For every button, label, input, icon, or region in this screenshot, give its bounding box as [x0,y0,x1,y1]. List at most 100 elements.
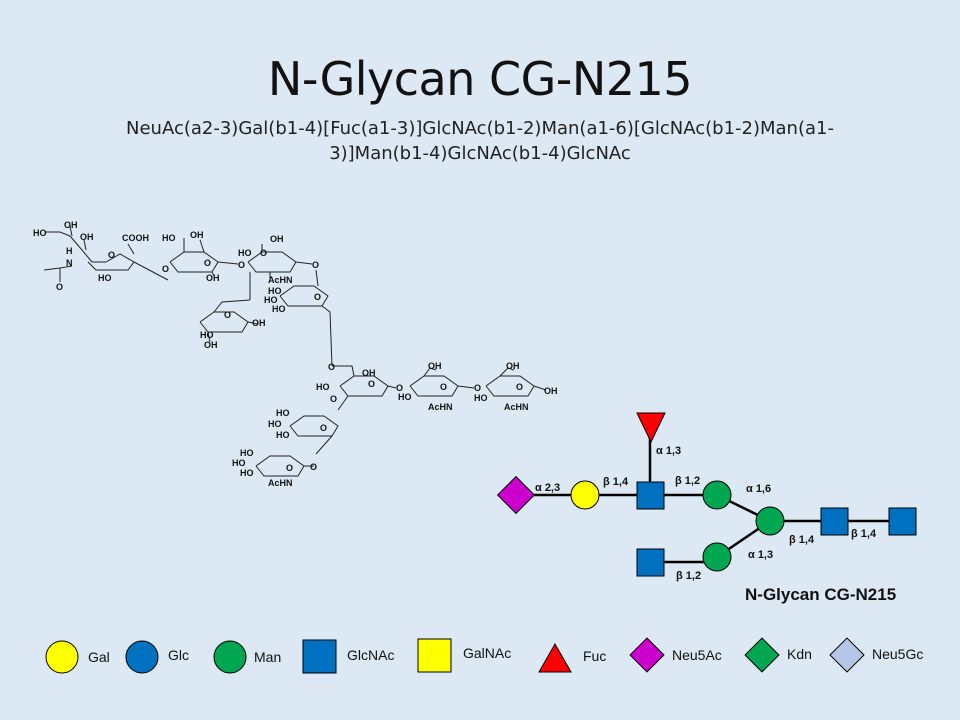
svg-text:HO: HO [98,273,112,283]
svg-text:OH: OH [64,220,78,230]
svg-text:O: O [224,310,231,320]
svg-text:O: O [162,264,169,274]
legend-label: Neu5Ac [672,647,722,663]
neu5gc-diamond-icon [829,637,865,673]
legend-item-man: Man [213,640,281,674]
svg-text:AcHN: AcHN [428,402,453,412]
svg-text:OH: OH [506,361,520,371]
svg-text:HO: HO [268,419,282,429]
svg-text:OH: OH [362,368,376,378]
legend-label: GalNAc [463,645,511,661]
gal-circle-icon [570,480,600,510]
svg-text:HO: HO [268,286,282,296]
svg-text:HO: HO [272,304,286,314]
gal-circle-icon [45,640,79,674]
svg-text:O: O [238,260,245,270]
glycan-formula: NeuAc(a2-3)Gal(b1-4)[Fuc(a1-3)]GlcNAc(b1… [80,116,880,166]
svg-text:AcHN: AcHN [268,478,293,488]
legend-label: Man [254,649,281,665]
structure-atom-labels: HO OH OH H N O O COOH HO O HO OH O OH O … [33,220,558,488]
legend-item-kdn: Kdn [744,637,812,673]
glcnac-square-icon [302,639,337,674]
legend-item-glc: Glc [125,640,189,674]
galnac-square-icon [417,638,452,673]
svg-text:O: O [474,383,481,393]
legend-label: Kdn [787,646,812,662]
glcnac-square-icon [636,481,665,510]
man-circle-icon [213,640,247,674]
svg-text:HO: HO [474,393,488,403]
svg-text:O: O [56,282,63,292]
svg-text:HO: HO [232,458,246,468]
svg-text:HO: HO [33,228,47,238]
svg-text:O: O [286,463,293,473]
svg-text:AcHN: AcHN [268,275,293,285]
svg-text:HO: HO [240,468,254,478]
svg-text:OH: OH [544,386,558,396]
svg-text:OH: OH [190,230,204,240]
svg-text:OH: OH [428,361,442,371]
svg-text:O: O [368,379,375,389]
link-man3-core: α 1,3 [748,549,773,561]
legend-item-galnac: GalNAc [417,638,511,673]
svg-text:HO: HO [162,233,176,243]
svg-text:N: N [66,258,73,268]
svg-text:O: O [440,382,447,392]
svg-text:HO: HO [316,382,330,392]
link-gal-glcnac: β 1,4 [603,476,629,488]
man-circle-icon [702,542,732,572]
svg-text:O: O [328,362,335,372]
svg-text:HO: HO [398,392,412,402]
fuc-triangle-icon [538,642,572,673]
link-core-glcnac: β 1,4 [789,534,815,546]
legend-item-glcnac: GlcNAc [302,639,394,674]
legend-label: GlcNAc [347,647,394,663]
svg-text:HO: HO [276,430,290,440]
slide-title: N-Glycan CG-N215 [267,52,693,106]
link-glcnac-glcnac: β 1,4 [851,528,877,540]
legend-item-neu5ac: Neu5Ac [629,637,722,673]
glcnac-square-icon [636,548,665,577]
legend-label: Gal [88,649,110,665]
svg-text:OH: OH [206,273,220,283]
svg-text:O: O [108,250,115,260]
svg-text:H: H [66,246,73,256]
link-man6-core: α 1,6 [746,483,771,495]
man-circle-icon [702,480,732,510]
cartoon-glycan-name: N-Glycan CG-N215 [745,585,896,604]
glcnac-square-icon [888,507,917,536]
svg-text:AcHN: AcHN [504,402,529,412]
svg-text:HO: HO [238,248,252,258]
svg-text:OH: OH [270,234,284,244]
svg-text:O: O [330,394,337,404]
svg-text:OH: OH [80,232,94,242]
svg-text:O: O [320,423,327,433]
svg-text:O: O [260,248,267,258]
svg-text:O: O [396,383,403,393]
svg-text:OH: OH [204,340,218,350]
svg-text:HO: HO [240,448,254,458]
svg-text:COOH: COOH [122,233,149,243]
svg-text:O: O [314,292,321,302]
formula-line-2: 3)]Man(b1-4)GlcNAc(b1-4)GlcNAc [329,143,631,164]
legend-label: Fuc [583,648,606,664]
link-fuc-glcnac: α 1,3 [656,445,681,457]
glc-circle-icon [125,640,159,674]
neu5ac-diamond-icon [629,637,665,673]
legend-item-fuc: Fuc [538,642,606,673]
neu5ac-diamond-icon [496,475,536,515]
svg-text:O: O [310,462,317,472]
svg-text:HO: HO [276,408,290,418]
man-circle-icon [755,506,785,536]
link-glcnac-man6: β 1,2 [675,475,700,487]
svg-text:HO: HO [264,295,278,305]
legend-item-neu5gc: Neu5Gc [829,637,923,673]
legend-label: Neu5Gc [872,646,923,662]
svg-text:O: O [204,258,211,268]
legend-item-gal: Gal [45,640,110,674]
kdn-diamond-icon [744,637,780,673]
formula-line-1: NeuAc(a2-3)Gal(b1-4)[Fuc(a1-3)]GlcNAc(b1… [126,118,834,139]
